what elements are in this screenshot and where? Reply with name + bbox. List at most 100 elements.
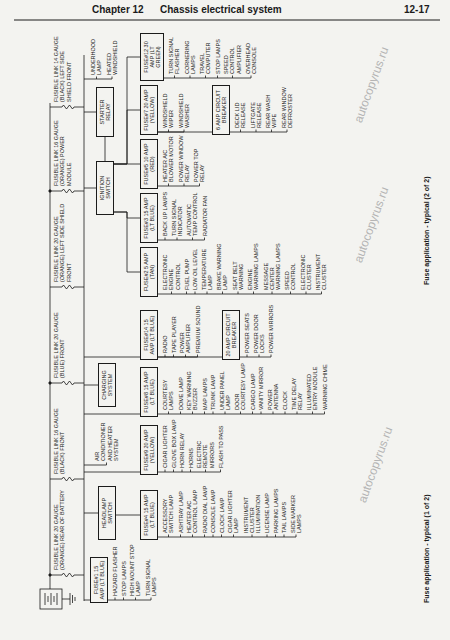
figure-caption: Fuse application - typical (1 of 2): [423, 494, 431, 603]
header-rule: [14, 20, 440, 21]
circuit-label: WINDSHIELD WIPER: [162, 81, 175, 128]
wire-connector: [158, 132, 212, 133]
circuit-label: GLOVE BOX LAMP: [171, 419, 177, 468]
fuse-box: FUSE#3 15 AMP (LT BLUE): [140, 193, 158, 243]
circuit-label: FUEL PUMP: [184, 243, 190, 290]
switch-box: IGNITION SWITCH: [96, 161, 114, 215]
node-text: 20 AMP CIRCUIT BREAKER: [225, 314, 238, 357]
wire-connector: [158, 357, 222, 358]
circuit-label: TAIL LAMPS: [281, 480, 287, 533]
running-head: Chapter 12: [92, 4, 144, 16]
fuse-box: FUSE#7 20 AMP (YELLOW): [140, 85, 158, 135]
node-text: FUSE#9 20 AMP (YELLOW): [143, 429, 156, 472]
wire: [158, 186, 200, 187]
circuit-label: VANITY MIRROR: [258, 362, 264, 410]
node-text: HEADLAMP SWITCH: [101, 490, 114, 537]
circuit-label: CIGAR LIGHTER LAMP: [227, 480, 240, 533]
relay-box: STARTER RELAY: [96, 87, 114, 137]
wire: [230, 132, 287, 133]
fusible-link-symbol: [50, 381, 84, 385]
node-text: CHARGING SYSTEM: [101, 367, 114, 404]
fused-feed-wire: [84, 55, 85, 601]
circuit-label: TURN SIGNAL INDICATOR: [171, 189, 184, 236]
circuit-label: HAZARD FLASHER: [112, 544, 118, 596]
fusible-link-symbol: [50, 285, 84, 289]
fuse-box: FUSE#4 15 AMP (LT BLUE): [140, 490, 158, 540]
wire: [84, 465, 107, 466]
node-text: FUSE#2 5 AMP (TAN): [143, 251, 156, 294]
watermark: autocopyrus.ru: [352, 45, 392, 124]
circuit-label: TAPE PLAYER: [171, 303, 177, 353]
battery-symbol: [40, 589, 62, 609]
fusible-link-label: FUSIBLE LINK 14 GAUGE (BLACK) LEFT SIDE …: [53, 32, 72, 102]
node-text: FUSE#5 10 AMP (RED): [143, 143, 156, 186]
fuse-box: FUSE#9 20 AMP (YELLOW): [140, 425, 158, 475]
node-text: IGNITION SWITCH: [99, 165, 112, 212]
circuit-label: WINDSHIELD WASHER: [178, 81, 191, 128]
circuit-label: HEATER A/C CONTROL LAMP: [186, 480, 199, 533]
wire: [84, 112, 96, 113]
wire-connector: [105, 137, 106, 161]
circuit-label: PARKING LAMPS: [273, 480, 279, 533]
fusible-link-symbol: [50, 189, 84, 193]
fusible-link-label: FUSIBLE LINK 16 GAUGE (BLACK) FRONT: [53, 394, 66, 474]
ground-symbol: [62, 593, 75, 605]
circuit-label: CLOCK: [282, 362, 288, 410]
circuit-label: KEY WARNING BUZZER: [186, 362, 199, 410]
wire: [84, 79, 112, 80]
fuse-box: FUSE#5 10 AMP (RED): [140, 139, 158, 189]
circuit-label: POWER MIRRORS: [268, 303, 274, 353]
circuit-label: PREMIUM SOUND: [195, 303, 201, 353]
wire: [158, 240, 205, 241]
wire: [158, 294, 322, 295]
circuit-label: TIME DELAY RELAY: [291, 362, 304, 410]
wire: [158, 472, 221, 473]
fusible-link-symbol: [50, 105, 84, 109]
battery-feed-wire: [50, 103, 51, 589]
circuit-label: TURN SIGNAL LAMPS: [145, 544, 158, 596]
circuit-label: BACK UP LAMPS: [162, 189, 168, 236]
circuit-label: CARGO LAMP: [250, 362, 256, 410]
circuit-label: POWER AMPLIFIER: [179, 303, 192, 353]
circuit-label: REAR WINDOW DEFROSTER: [281, 81, 294, 128]
watermark: autocopyrus.ru: [352, 185, 392, 264]
circuit-label: STOP LAMPS: [215, 30, 221, 74]
fusible-link-symbol: [50, 477, 84, 481]
circuit-breaker-box: 20 AMP CIRCUIT BREAKER: [222, 310, 240, 360]
fusible-link-symbol: [50, 573, 84, 577]
node-text: FUSE#8 15 AMP (LT BLUE): [143, 371, 156, 414]
wire-connector: [114, 212, 140, 218]
circuit-label: DECK LID RELEASE: [234, 81, 247, 128]
node-text: 6 AMP CIRCUIT BREAKER: [215, 89, 228, 132]
circuit-label: TURN SIGNAL FLASHER: [168, 30, 181, 74]
wire-connector: [116, 515, 140, 516]
wire: [84, 385, 98, 386]
node-text: FUSE#7 20 AMP (YELLOW): [143, 89, 156, 132]
circuit-label: SPEED CONTROL AMPLIFIER: [223, 30, 242, 74]
circuit-label: LIFTGATE RELEASE: [250, 81, 263, 128]
circuit-label: DOME LAMP: [178, 362, 184, 410]
system-box: CHARGING SYSTEM: [98, 363, 116, 407]
wire: [240, 357, 271, 358]
node-text: FUSE#1 15 AMP (LT BLUE): [93, 561, 106, 600]
wire: [84, 472, 140, 473]
circuit-label: AUTOMATIC TEMP CONTROL: [186, 189, 199, 236]
circuit-label: REAR WASH WIPE: [265, 81, 278, 128]
fuse-box: FUSE#2 5 AMP (TAN): [140, 247, 158, 297]
circuit-label: HORNS: [188, 419, 194, 468]
circuit-label: BRAKE WARNING LAMP: [216, 243, 229, 290]
wire: [158, 537, 296, 538]
circuit-label: POWER DOOR LOCKS: [253, 303, 266, 353]
circuit-label: LICENSE LAMP: [264, 480, 270, 533]
circuit-label: INSTRUMENT CLUSTER: [315, 243, 328, 290]
circuit-label: MESSAGE CENTER WARNING LAMPS: [263, 243, 282, 290]
wire: [164, 78, 251, 79]
wire: [84, 357, 140, 358]
circuit-label: RADIO: [162, 303, 168, 353]
circuit-label: STOP LAMPS: [121, 544, 127, 596]
node-text: FUSE#14 15 AMP (LT BLUE): [143, 314, 156, 357]
circuit-label: ELECTRONIC ENGINE CONTROL: [162, 243, 181, 290]
fusible-link-label: FUSIBLE LINK 20 GAUGE (ORANGE) REAR OF B…: [53, 490, 66, 570]
circuit-label: HORN RELAY: [179, 419, 185, 468]
